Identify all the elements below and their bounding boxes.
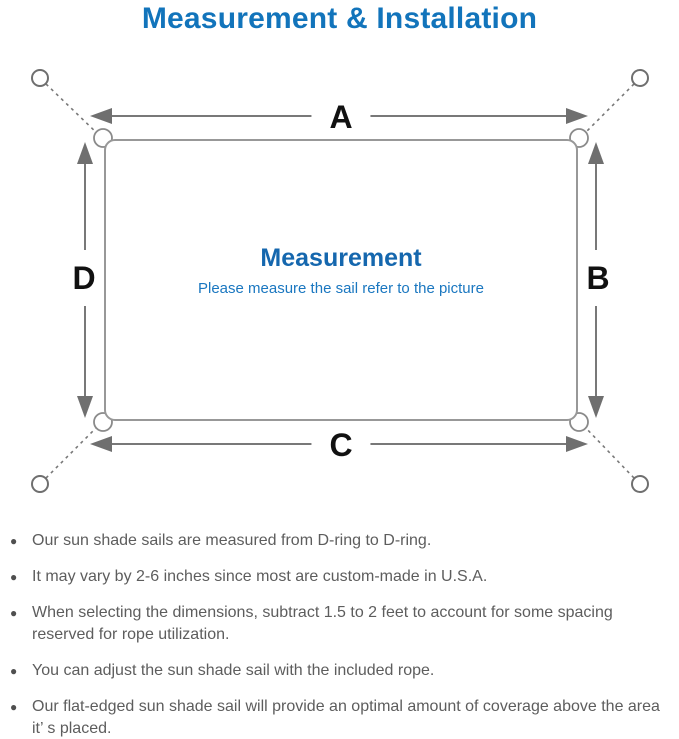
- rope-dashed-lines: [45, 83, 635, 479]
- dimension-arrowheads: [77, 108, 604, 452]
- arrowhead-d-top-icon: [77, 142, 93, 164]
- anchor-ring-top-left-icon: [31, 69, 49, 87]
- arrowhead-d-bottom-icon: [77, 396, 93, 418]
- list-item: ● It may vary by 2-6 inches since most a…: [8, 566, 673, 588]
- arrowhead-c-right-icon: [566, 436, 588, 452]
- note-text: Our flat-edged sun shade sail will provi…: [32, 698, 660, 737]
- anchor-ring-bottom-right-icon: [631, 475, 649, 493]
- list-item: ● Our sun shade sails are measured from …: [8, 530, 673, 552]
- dimension-label-c: C: [311, 427, 371, 463]
- list-item: ● Our flat-edged sun shade sail will pro…: [8, 696, 673, 739]
- note-text: When selecting the dimensions, subtract …: [32, 604, 613, 643]
- list-item: ● When selecting the dimensions, subtrac…: [8, 602, 673, 646]
- measurement-notes-list: ● Our sun shade sails are measured from …: [8, 530, 673, 739]
- dimension-label-a: A: [311, 99, 371, 135]
- arrowhead-b-bottom-icon: [588, 396, 604, 418]
- bullet-icon: ●: [10, 534, 18, 548]
- diagram-heading: Measurement: [260, 244, 422, 272]
- arrowhead-c-left-icon: [90, 436, 112, 452]
- dimension-label-d: D: [67, 250, 101, 306]
- arrowhead-a-left-icon: [90, 108, 112, 124]
- anchor-ring-icons: [31, 69, 649, 493]
- diagram-center-text: Measurement Please measure the sail refe…: [131, 244, 551, 297]
- arrowhead-a-right-icon: [566, 108, 588, 124]
- bullet-icon: ●: [10, 664, 18, 678]
- bullet-icon: ●: [10, 606, 18, 620]
- anchor-ring-top-right-icon: [631, 69, 649, 87]
- note-text: Our sun shade sails are measured from D-…: [32, 532, 432, 549]
- bullet-icon: ●: [10, 700, 18, 714]
- note-text: You can adjust the sun shade sail with t…: [32, 662, 435, 679]
- dimension-label-b: B: [581, 250, 615, 306]
- sail-outline: [104, 139, 578, 421]
- bullet-icon: ●: [10, 570, 18, 584]
- page-title: Measurement & Installation: [141, 2, 538, 35]
- arrowhead-b-top-icon: [588, 142, 604, 164]
- anchor-ring-bottom-left-icon: [31, 475, 49, 493]
- note-text: It may vary by 2-6 inches since most are…: [32, 568, 488, 585]
- sail-diagram-canvas: [31, 69, 649, 493]
- diagram-subheading: Please measure the sail refer to the pic…: [198, 279, 484, 297]
- list-item: ● You can adjust the sun shade sail with…: [8, 660, 673, 682]
